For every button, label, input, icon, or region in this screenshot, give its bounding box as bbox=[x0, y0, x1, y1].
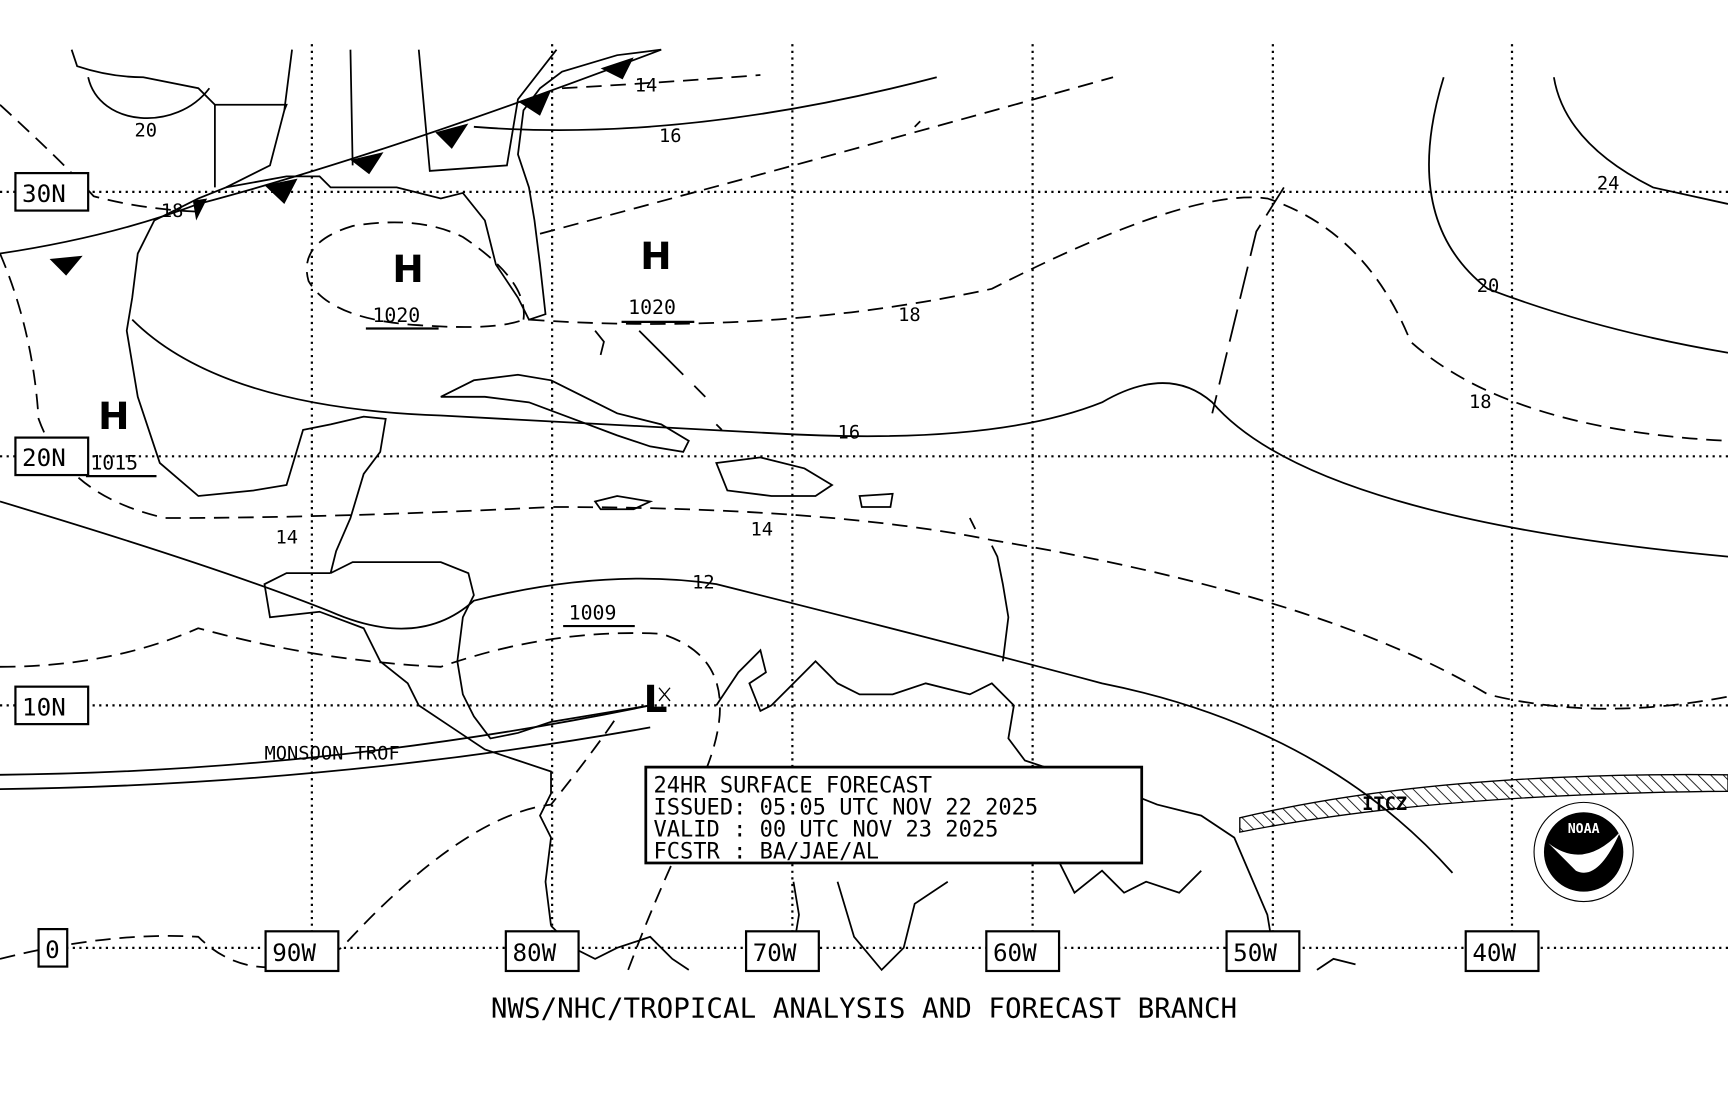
monsoon-trough-label: MONSOON TROF bbox=[264, 743, 399, 764]
isobar-label: 14 bbox=[750, 520, 773, 541]
lon-label-80w: 80W bbox=[512, 938, 556, 967]
isobar-label: 18 bbox=[898, 305, 921, 326]
lon-label-40w: 40W bbox=[1472, 938, 1516, 967]
info-title: 24HR SURFACE FORECAST bbox=[654, 773, 933, 798]
isobar-label: 24 bbox=[1597, 174, 1620, 195]
isobar-label: 16 bbox=[659, 126, 682, 147]
lon-label-50w: 50W bbox=[1233, 938, 1277, 967]
lon-label-60w: 60W bbox=[993, 938, 1037, 967]
itcz-label: ITCZ bbox=[1362, 794, 1407, 815]
cold-front bbox=[0, 48, 662, 276]
info-valid: VALID : 00 UTC NOV 23 2025 bbox=[654, 818, 999, 843]
pressure-value: 1009 bbox=[569, 601, 617, 624]
lon-label-70w: 70W bbox=[753, 938, 797, 967]
isobar-label: 18 bbox=[1469, 392, 1492, 413]
noaa-logo-text: NOAA bbox=[1568, 822, 1600, 837]
info-issued: ISSUED: 05:05 UTC NOV 22 2025 bbox=[654, 795, 1039, 820]
isobar-label: 12 bbox=[692, 573, 715, 594]
forecast-info-box: 24HR SURFACE FORECAST ISSUED: 05:05 UTC … bbox=[644, 765, 1144, 865]
high-pressure-symbol: H bbox=[640, 234, 671, 278]
isobar-label: 18 bbox=[161, 201, 184, 222]
isobar-label: 20 bbox=[1477, 276, 1500, 297]
isobar-label: 20 bbox=[134, 121, 157, 142]
lon-label-90w: 90W bbox=[272, 938, 316, 967]
footer-credit: NWS/NHC/TROPICAL ANALYSIS AND FORECAST B… bbox=[491, 992, 1237, 1024]
pressure-value: 1015 bbox=[90, 452, 138, 475]
lat-label-10n: 10N bbox=[22, 692, 66, 721]
lat-label-20n: 20N bbox=[22, 443, 66, 472]
low-pressure-symbol: L bbox=[644, 677, 668, 721]
high-pressure-symbol: H bbox=[98, 394, 129, 438]
pressure-value: 1020 bbox=[628, 296, 676, 319]
pressure-value: 1020 bbox=[372, 304, 420, 327]
lat-label-0: 0 bbox=[45, 935, 60, 964]
itcz-band bbox=[1239, 773, 1728, 833]
surface-trough bbox=[1211, 186, 1285, 414]
lat-label-30n: 30N bbox=[22, 179, 66, 208]
noaa-logo: NOAA bbox=[1533, 801, 1634, 903]
isobar-label: 14 bbox=[276, 527, 299, 548]
high-pressure-symbol: H bbox=[392, 247, 423, 291]
isobar-label: 14 bbox=[635, 76, 658, 97]
info-forecaster: FCSTR : BA/JAE/AL bbox=[654, 840, 880, 865]
monsoon-trough bbox=[0, 704, 651, 791]
isobar-label: 16 bbox=[838, 423, 861, 444]
